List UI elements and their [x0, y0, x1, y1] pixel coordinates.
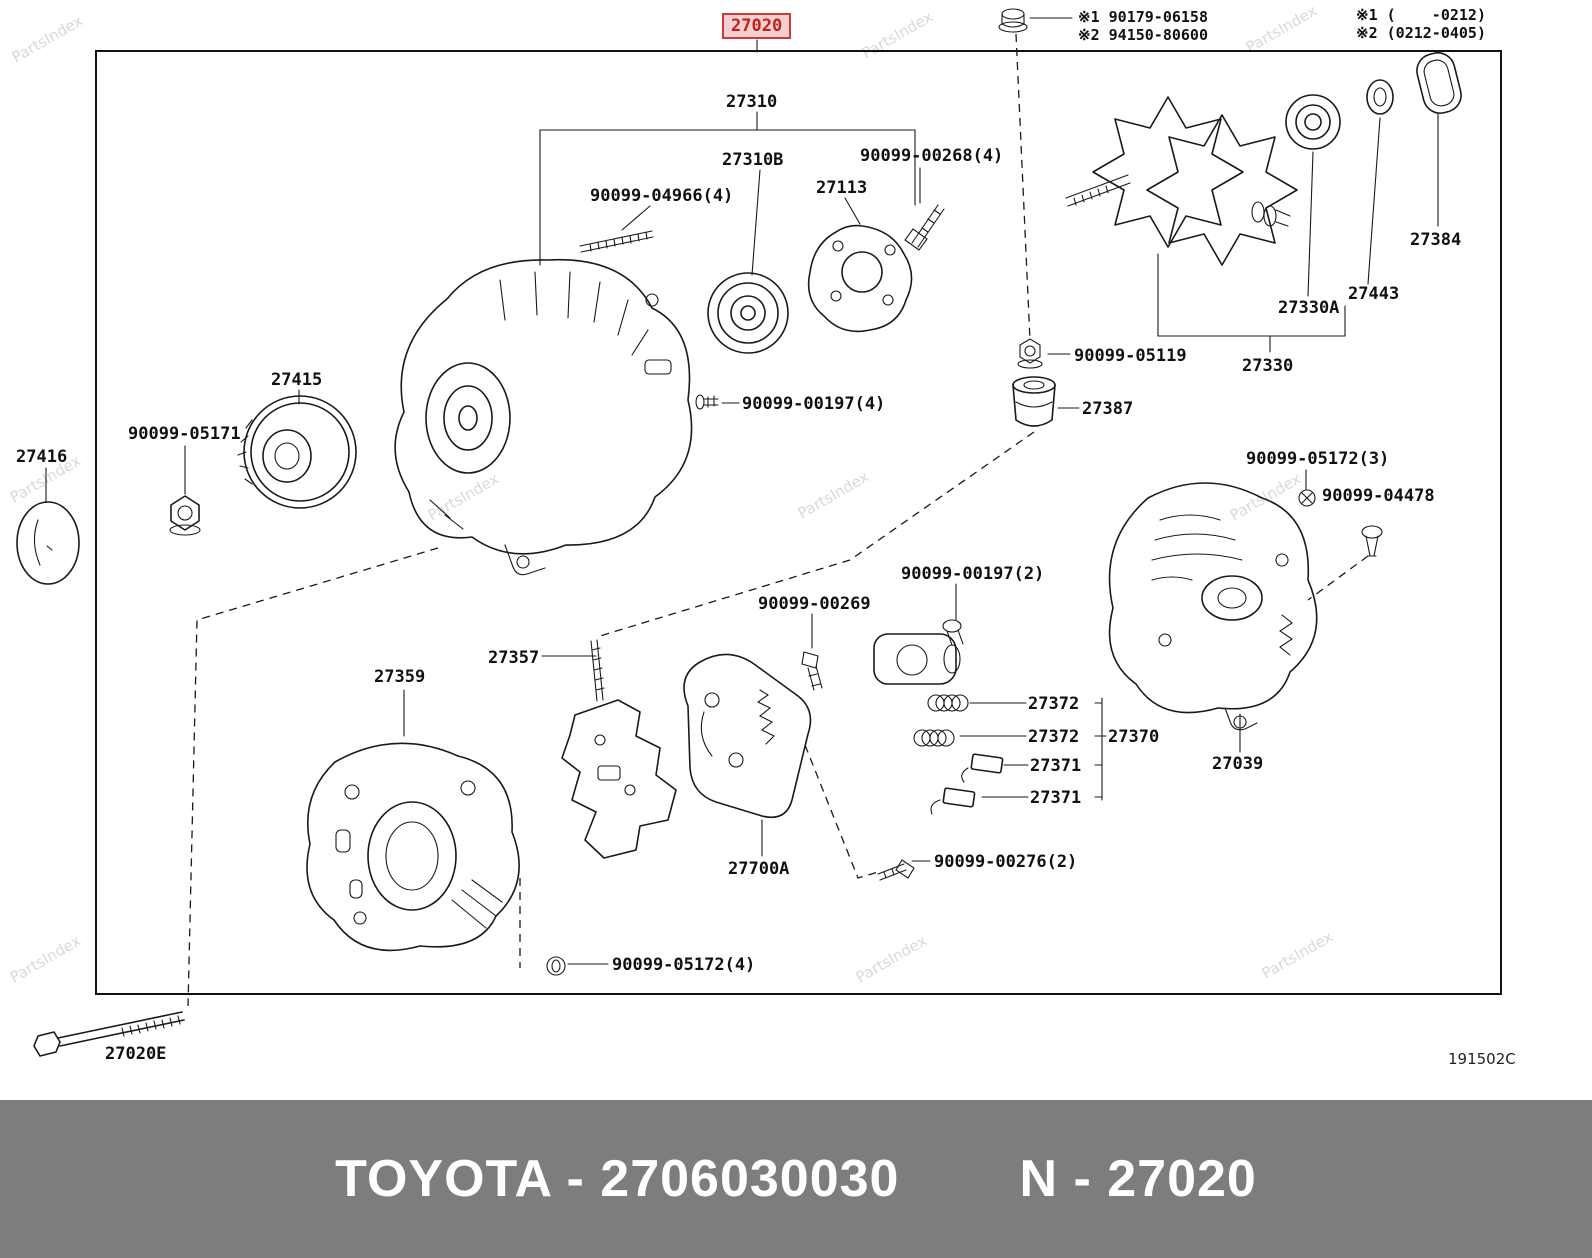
front-housing-drawing	[394, 258, 693, 576]
footer-figure-ref: N - 27020	[1019, 1150, 1257, 1208]
part-label-27371-b: 27371	[1030, 788, 1082, 808]
part-label-27416: 27416	[16, 447, 68, 467]
mount-bolt-drawing	[33, 1011, 185, 1057]
pulley-drawing	[237, 395, 357, 509]
part-label-90099-04478: 90099-04478	[1322, 486, 1435, 506]
assembly-dashed-lines	[187, 33, 1369, 1007]
brush-holder-drawing	[561, 639, 677, 859]
part-label-27330A: 27330A	[1278, 298, 1340, 318]
pulley-cap-drawing	[16, 501, 80, 585]
note-ref2-range: ※2 (0212-0405)	[1356, 24, 1486, 42]
highlighted-part-label: 27020	[722, 13, 792, 39]
part-label-27370: 27370	[1108, 727, 1160, 747]
part-label-90099-00269: 90099-00269	[758, 594, 871, 614]
leader-lines	[45, 17, 1439, 965]
note-ref1-range: ※1 ( -0212)	[1356, 6, 1486, 24]
note-ref2-part: ※2 94150-80600	[1078, 26, 1208, 44]
rear-end-cover-drawing	[1108, 482, 1318, 731]
part-label-27310: 27310	[726, 92, 778, 112]
rotor-drawing	[1065, 96, 1298, 266]
part-label-27039: 27039	[1212, 754, 1264, 774]
brush-springs-drawing	[913, 694, 969, 747]
part-label-90099-00197-2: 90099-00197(2)	[901, 564, 1045, 584]
part-label-27371-a: 27371	[1030, 756, 1082, 776]
rear-bearing-drawing	[1285, 94, 1341, 150]
footer-part-id: TOYOTA - 2706030030	[335, 1150, 900, 1208]
part-label-27700A: 27700A	[728, 859, 790, 879]
bearing-retainer-drawing	[807, 224, 913, 333]
part-label-27372-a: 27372	[1028, 694, 1080, 714]
screw-05172-3-drawing	[1298, 489, 1316, 507]
front-bearing-drawing	[707, 272, 789, 354]
screw-00197-2-drawing	[942, 619, 964, 646]
footer-bar: TOYOTA - 2706030030 N - 27020	[0, 1100, 1592, 1258]
part-label-90099-05119: 90099-05119	[1074, 346, 1187, 366]
bolt-00269-drawing	[801, 651, 823, 691]
bolt-04478-drawing	[1361, 525, 1383, 557]
part-label-27384: 27384	[1410, 230, 1462, 250]
screw-00197-4-drawing	[695, 394, 719, 410]
part-label-90099-05172-4: 90099-05172(4)	[612, 955, 756, 975]
part-label-90099-00268: 90099-00268(4)	[860, 146, 1004, 166]
part-label-27310B: 27310B	[722, 150, 784, 170]
part-label-90099-04966: 90099-04966(4)	[590, 186, 734, 206]
terminal-nut-drawing	[1017, 338, 1043, 369]
rear-bracket-drawing	[306, 742, 520, 952]
screw-05172-4-drawing	[546, 956, 566, 976]
diagram-code: 191502C	[1448, 1050, 1516, 1068]
bolt-00276-drawing	[877, 859, 915, 881]
brushes-drawing	[930, 753, 1004, 815]
diagram-border	[95, 50, 1502, 995]
shaft-nut-drawing	[998, 8, 1028, 33]
part-label-90099-05172-3: 90099-05172(3)	[1246, 449, 1390, 469]
washer-drawing	[1366, 79, 1394, 115]
stud-bolts-drawing	[579, 230, 654, 253]
part-label-27330: 27330	[1242, 356, 1294, 376]
part-label-27113: 27113	[816, 178, 868, 198]
note-ref1-part: ※1 90179-06158	[1078, 8, 1208, 26]
part-label-27443: 27443	[1348, 284, 1400, 304]
part-label-27415: 27415	[271, 370, 323, 390]
part-label-90099-00197-4: 90099-00197(4)	[742, 394, 886, 414]
part-label-27372-b: 27372	[1028, 727, 1080, 747]
terminal-insulator-drawing	[1012, 376, 1056, 427]
part-label-90099-00276: 90099-00276(2)	[934, 852, 1078, 872]
part-label-27020E: 27020E	[105, 1044, 167, 1064]
part-label-27387: 27387	[1082, 399, 1134, 419]
part-label-27357: 27357	[488, 648, 540, 668]
bearing-holder-drawing	[873, 633, 961, 685]
pulley-nut-drawing	[169, 495, 201, 536]
end-cover-drawing	[1416, 52, 1462, 114]
through-bolt-drawing	[904, 204, 945, 251]
part-label-27359: 27359	[374, 667, 426, 687]
part-label-90099-05171: 90099-05171	[128, 424, 241, 444]
rectifier-drawing	[683, 653, 812, 819]
